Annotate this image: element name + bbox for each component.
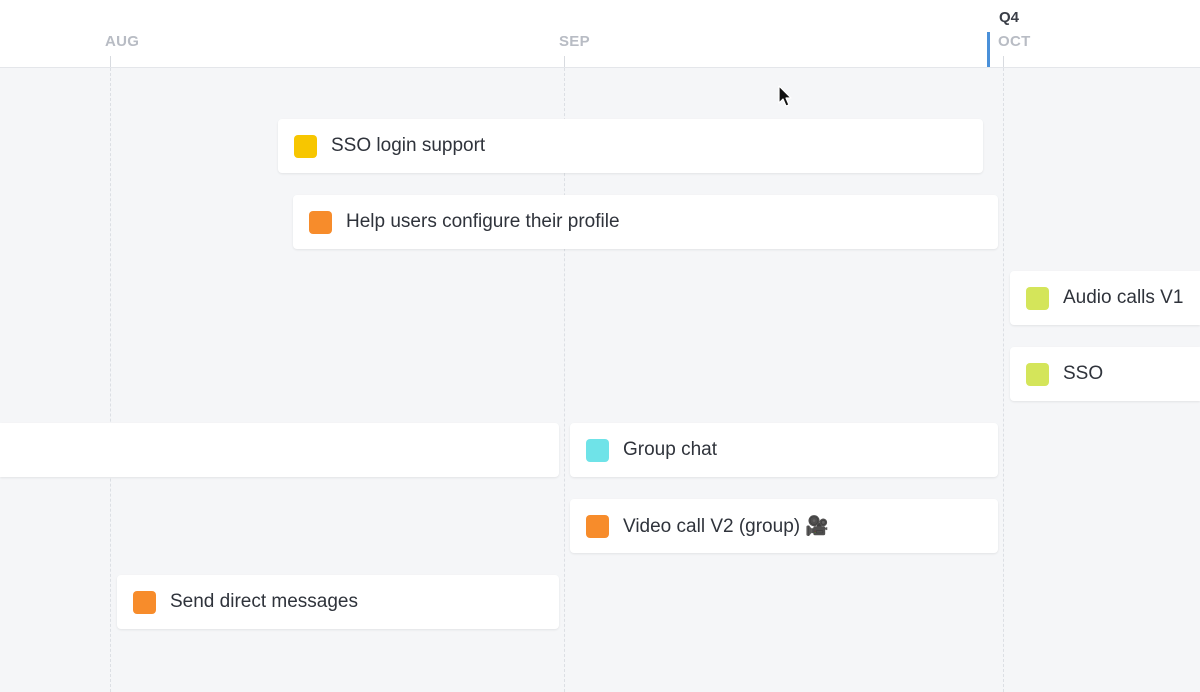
card-title: Group chat [623, 439, 717, 460]
status-swatch [133, 590, 156, 614]
card-title: Audio calls V1 [1063, 287, 1184, 308]
month-tick-aug [110, 56, 111, 67]
roadmap-card-send-direct-messages[interactable]: Send direct messages [117, 575, 559, 629]
month-label-oct: OCT [998, 33, 1031, 50]
roadmap-card-sso[interactable]: SSO [1010, 347, 1200, 401]
roadmap-card-help-users-configure-profile[interactable]: Help users configure their profile [293, 195, 998, 249]
card-title: SSO [1063, 363, 1104, 384]
status-swatch [294, 134, 317, 158]
roadmap-card-group-chat[interactable]: Group chat [570, 423, 998, 477]
roadmap-card-video-call-v2-group[interactable]: Video call V2 (group) 🎥 [570, 499, 998, 553]
card-title: Video call V2 (group) 🎥 [623, 516, 830, 537]
status-swatch [586, 514, 609, 538]
roadmap-card-audio-calls-v1[interactable]: Audio calls V1 [1010, 271, 1200, 325]
card-title: Help users configure their profile [346, 211, 620, 232]
status-swatch [1026, 362, 1049, 386]
gridline-sep [564, 68, 565, 692]
card-title: SSO login support [331, 135, 486, 156]
quarter-label-q4: Q4 [999, 9, 1020, 26]
mouse-cursor-icon [778, 85, 792, 107]
status-swatch [309, 210, 332, 234]
month-tick-oct [1003, 56, 1004, 67]
month-label-sep: SEP [559, 33, 590, 50]
month-label-aug: AUG [105, 33, 140, 50]
status-swatch [1026, 286, 1049, 310]
gridline-oct [1003, 68, 1004, 692]
month-tick-sep [564, 56, 565, 67]
card-title: Send direct messages [170, 591, 358, 612]
status-swatch [586, 438, 609, 462]
roadmap-card-offscreen[interactable] [0, 423, 559, 477]
roadmap-card-sso-login-support[interactable]: SSO login support [278, 119, 983, 173]
timeline-header: AUG SEP Q4 OCT [0, 0, 1200, 68]
gridline-aug [110, 68, 111, 692]
today-marker [987, 32, 990, 67]
